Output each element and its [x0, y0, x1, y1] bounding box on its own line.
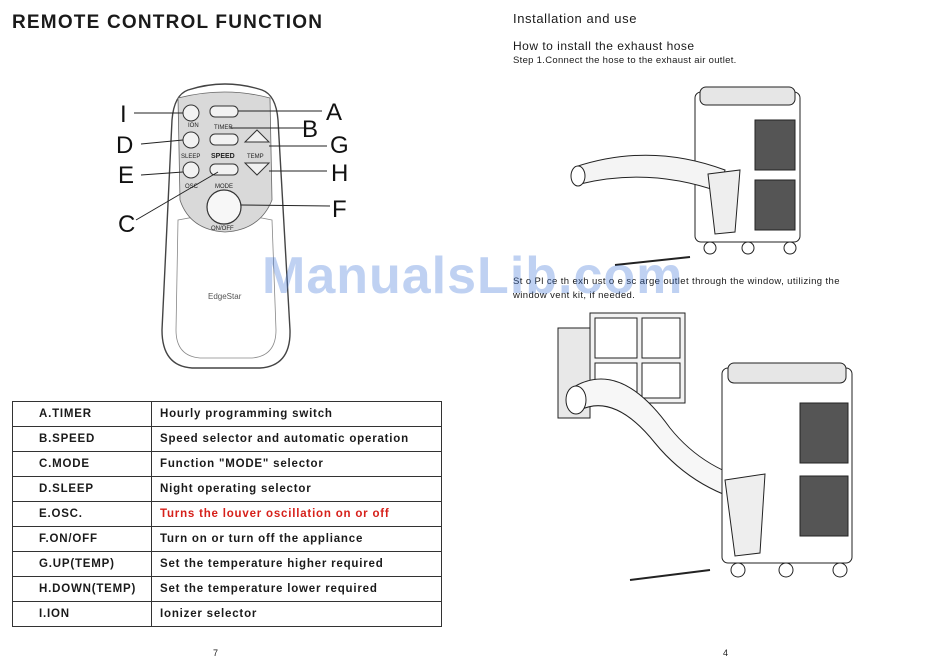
osc-button — [182, 161, 200, 179]
function-description: Set the temperature lower required — [151, 576, 442, 602]
callout-c: C — [118, 211, 135, 238]
page-number-right: 4 — [723, 648, 729, 658]
callout-g: G — [330, 132, 349, 159]
table-row: E.OSC.Turns the louver oscillation on or… — [12, 501, 442, 527]
temp-up-button — [243, 129, 271, 143]
callout-a: A — [326, 99, 342, 126]
function-key: B.SPEED — [12, 426, 152, 452]
callout-b: B — [302, 116, 318, 143]
function-description: Function "MODE" selector — [151, 451, 442, 477]
timer-button — [209, 105, 239, 118]
function-key: C.MODE — [12, 451, 152, 477]
callout-f: F — [332, 196, 347, 223]
callout-h: H — [331, 160, 348, 187]
function-key: A.TIMER — [12, 401, 152, 427]
function-description: Night operating selector — [151, 476, 442, 502]
page-title: REMOTE CONTROL FUNCTION — [12, 12, 324, 33]
function-key: I.ION — [12, 601, 152, 627]
callout-e: E — [118, 162, 134, 189]
function-description: Turns the louver oscillation on or off — [151, 501, 442, 527]
function-description: Set the temperature higher required — [151, 551, 442, 577]
button-panel — [177, 91, 273, 233]
brand-logo: EdgeStar — [208, 292, 242, 301]
step-2-text-cont: window vent kit, if needed. — [513, 290, 636, 301]
step-1-text: Step 1.Connect the hose to the exhaust a… — [513, 55, 737, 66]
step-2-text: St o Pl ce th exh ust o e sc arge outlet… — [513, 276, 840, 287]
onoff-label: ON/OFF — [211, 226, 234, 232]
ion-button — [182, 104, 200, 122]
watermark: ManualsLib.com — [262, 247, 684, 305]
ac-hose-figure-1 — [570, 86, 801, 266]
page-number-left: 7 — [213, 648, 219, 658]
mode-label: MODE — [215, 184, 233, 190]
section-heading: Installation and use — [513, 11, 638, 26]
function-key: E.OSC. — [12, 501, 152, 527]
function-key: D.SLEEP — [12, 476, 152, 502]
speed-label: SPEED — [211, 153, 235, 160]
function-key: H.DOWN(TEMP) — [12, 576, 152, 602]
function-description: Ionizer selector — [151, 601, 442, 627]
timer-label: TIMER — [214, 125, 233, 131]
remote-control-illustration: ION TIMER SLEEP SPEED TEMP OSC MODE ON/O… — [116, 83, 349, 369]
temp-label: TEMP — [247, 154, 264, 160]
callout-d: D — [116, 132, 133, 159]
speed-button — [209, 133, 239, 146]
callout-i: I — [120, 101, 127, 128]
function-description: Hourly programming switch — [151, 401, 442, 427]
function-description: Turn on or turn off the appliance — [151, 526, 442, 552]
function-description: Speed selector and automatic operation — [151, 426, 442, 452]
temp-down-button — [243, 162, 271, 176]
function-key: G.UP(TEMP) — [12, 551, 152, 577]
table-row: H.DOWN(TEMP)Set the temperature lower re… — [12, 576, 442, 602]
function-key: F.ON/OFF — [12, 526, 152, 552]
onoff-button — [206, 189, 242, 225]
section-subheading: How to install the exhaust hose — [513, 39, 695, 53]
mode-button — [209, 163, 239, 176]
ac-window-figure-2 — [557, 312, 853, 581]
table-row: G.UP(TEMP)Set the temperature higher req… — [12, 551, 442, 577]
ion-label: ION — [188, 123, 199, 129]
sleep-label: SLEEP — [181, 154, 200, 160]
sleep-button — [182, 131, 200, 149]
